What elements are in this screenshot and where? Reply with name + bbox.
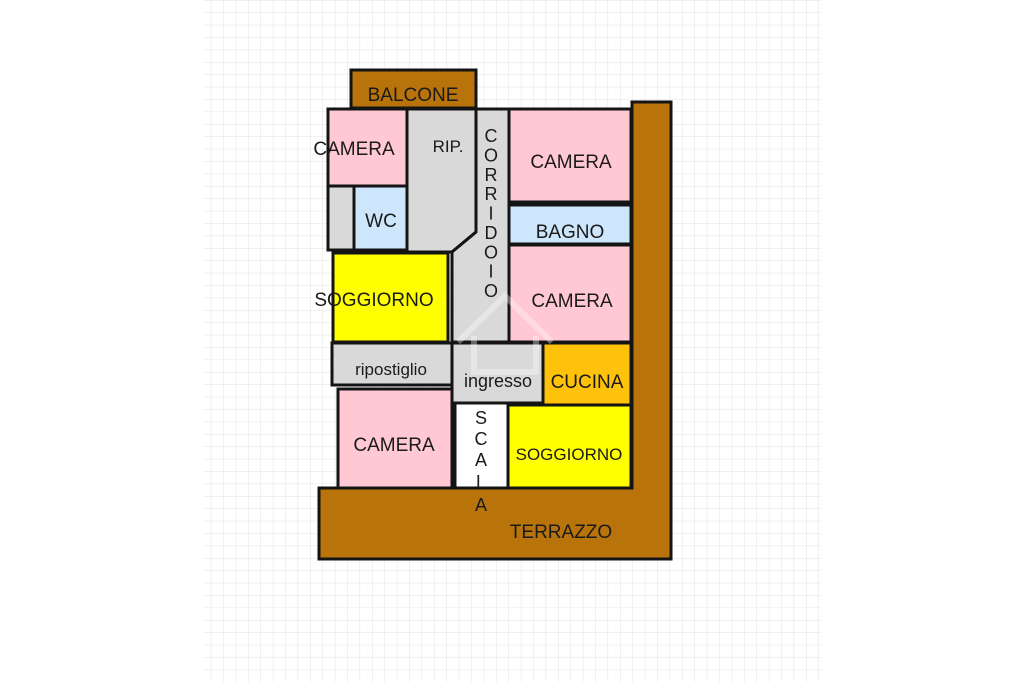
camera-bottom-left-area bbox=[336, 387, 454, 490]
bagno-label: BAGNO bbox=[536, 222, 605, 243]
camera-mid-right-label: CAMERA bbox=[531, 291, 613, 312]
cucina-label: CUCINA bbox=[551, 372, 624, 393]
camera-top-right-label: CAMERA bbox=[530, 152, 612, 173]
closet-strip bbox=[326, 184, 356, 252]
scala-letter: A bbox=[475, 450, 487, 470]
corridoio-label: C O R R I D O I O bbox=[484, 126, 498, 301]
ingresso-label: ingresso bbox=[464, 371, 532, 391]
corridoio-letter: O bbox=[484, 281, 498, 301]
balcone-label: BALCONE bbox=[368, 85, 459, 106]
rip-label: RIP. bbox=[433, 137, 464, 156]
camera-bottom-left-label: CAMERA bbox=[353, 435, 435, 456]
corridoio-letter: I bbox=[488, 262, 493, 282]
corridoio-letter: C bbox=[485, 126, 498, 146]
wc-label: WC bbox=[365, 211, 397, 232]
scala-letter: L bbox=[476, 472, 486, 492]
corridoio-letter: R bbox=[485, 184, 498, 204]
watermark-house-icon bbox=[455, 291, 555, 375]
soggiorno-left-area bbox=[331, 251, 450, 344]
scala-letter: S bbox=[475, 408, 487, 428]
corridoio-letter: R bbox=[485, 165, 498, 185]
camera-top-left-label: CAMERA bbox=[313, 139, 395, 160]
corridoio-letter: D bbox=[485, 223, 498, 243]
corridoio-letter: I bbox=[488, 204, 493, 224]
soggiorno-right-area bbox=[506, 403, 633, 490]
scala-label: S C A L A bbox=[475, 408, 488, 515]
corridoio-letter: O bbox=[484, 242, 498, 262]
bagno-area bbox=[507, 203, 633, 246]
scala-letter: A bbox=[475, 495, 487, 515]
balcone-area bbox=[349, 68, 478, 110]
soggiorno-right-label: SOGGIORNO bbox=[516, 445, 623, 464]
soggiorno-left-label: SOGGIORNO bbox=[314, 290, 433, 311]
scala-area bbox=[453, 401, 510, 490]
terrazzo-label: TERRAZZO bbox=[510, 522, 612, 543]
wc-area bbox=[352, 184, 409, 252]
corridoio-letter: O bbox=[484, 145, 498, 165]
scala-letter: C bbox=[475, 429, 488, 449]
camera-top-right-area bbox=[507, 107, 633, 204]
cucina-area bbox=[541, 341, 633, 407]
rip-area bbox=[405, 107, 478, 254]
ripostiglio-area bbox=[330, 341, 454, 387]
ripostiglio-label: ripostiglio bbox=[355, 360, 427, 379]
camera-mid-right-area bbox=[507, 243, 633, 344]
